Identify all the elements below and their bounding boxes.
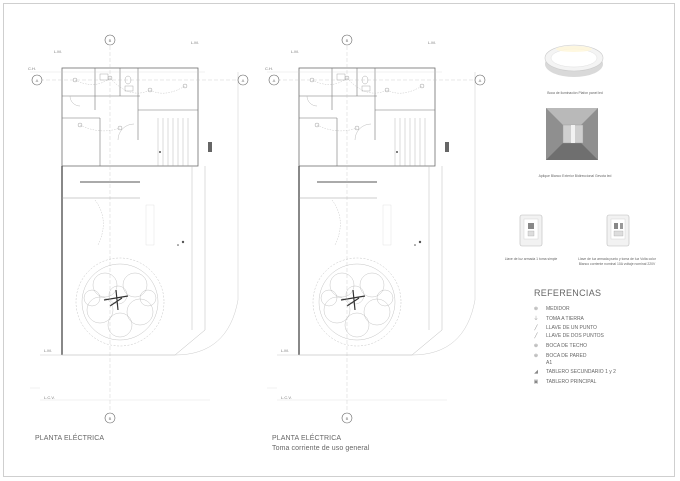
- main-panel-icon: ▣: [533, 379, 539, 385]
- reference-item: ╱ LLAVE DE DOS PUNTOS: [532, 333, 604, 339]
- wall-outlet-icon: ⊕: [533, 353, 539, 359]
- references-title: REFERENCIAS: [534, 288, 602, 298]
- switch-plate-image-1: [519, 214, 543, 247]
- wall-sconce-caption: Aplique Blanco Exterior Bidireccional Ge…: [538, 174, 612, 178]
- reference-label: BOCA DE TECHO: [546, 343, 588, 349]
- reference-label: TABLERO PRINCIPAL: [546, 379, 597, 385]
- switch-2-caption: Llave de luz armada punto y toma de luz …: [578, 257, 656, 266]
- axis-label-bottom-2: B: [346, 416, 349, 421]
- panel-light-image: [544, 44, 604, 77]
- ground-outlet-icon: ⏚: [533, 316, 539, 322]
- reference-item: A1: [532, 360, 552, 366]
- reference-item: ▣ TABLERO PRINCIPAL: [532, 379, 597, 385]
- plan-2-title: PLANTA ELÉCTRICA: [272, 435, 342, 442]
- panel-light-caption: Boca de iluminación Plafon panel led: [547, 91, 603, 95]
- single-switch-icon: ╱: [534, 325, 538, 331]
- reference-label: TOMA A TIERRA: [546, 315, 584, 322]
- wall-sconce-image: [546, 108, 598, 160]
- ceiling-outlet-icon: ⊕: [533, 343, 539, 349]
- axis-label-top-1: B: [109, 38, 112, 43]
- floor-plan-1: [27, 34, 249, 424]
- axis-label-left-2: A: [273, 78, 276, 83]
- axis-label-bottom-1: B: [109, 416, 112, 421]
- axis-label-top-2: B: [346, 38, 349, 43]
- meter-icon: ⊛: [533, 306, 539, 312]
- reference-item: ⊛ MEDIDOR: [532, 306, 570, 312]
- plan-2-subtitle: Toma corriente de uso general: [272, 445, 370, 452]
- secondary-panel-icon: ◢: [534, 369, 538, 375]
- reference-label: MEDIDOR: [546, 306, 570, 312]
- drawing-sheet: [3, 3, 675, 477]
- reference-item: ╱ LLAVE DE UN PUNTO: [532, 325, 597, 331]
- reference-item: ⊕ BOCA DE PARED: [532, 353, 587, 359]
- reference-label: BOCA DE PARED: [546, 353, 587, 359]
- reference-item: ⏚ TOMA A TIERRA: [532, 315, 584, 323]
- reference-label: LLAVE DE DOS PUNTOS: [546, 333, 604, 339]
- switch-plate-image-2: [606, 214, 630, 247]
- axis-label-right-2: A: [479, 78, 482, 83]
- axis-label-left-1: A: [36, 78, 39, 83]
- reference-label: LLAVE DE UN PUNTO: [546, 325, 597, 331]
- floor-plan-2: [264, 34, 486, 424]
- switch-1-caption: Llave de luz armada 1 toma simple: [504, 257, 558, 261]
- plan-1-title: PLANTA ELÉCTRICA: [35, 435, 105, 442]
- reference-label: A1: [546, 360, 553, 366]
- reference-label: TABLERO SECUNDARIO 1 y 2: [546, 369, 616, 375]
- double-switch-icon: ╱: [534, 333, 538, 339]
- reference-item: ⊕ BOCA DE TECHO: [532, 343, 587, 349]
- axis-label-right-1: A: [242, 78, 245, 83]
- reference-item: ◢ TABLERO SECUNDARIO 1 y 2: [532, 369, 616, 375]
